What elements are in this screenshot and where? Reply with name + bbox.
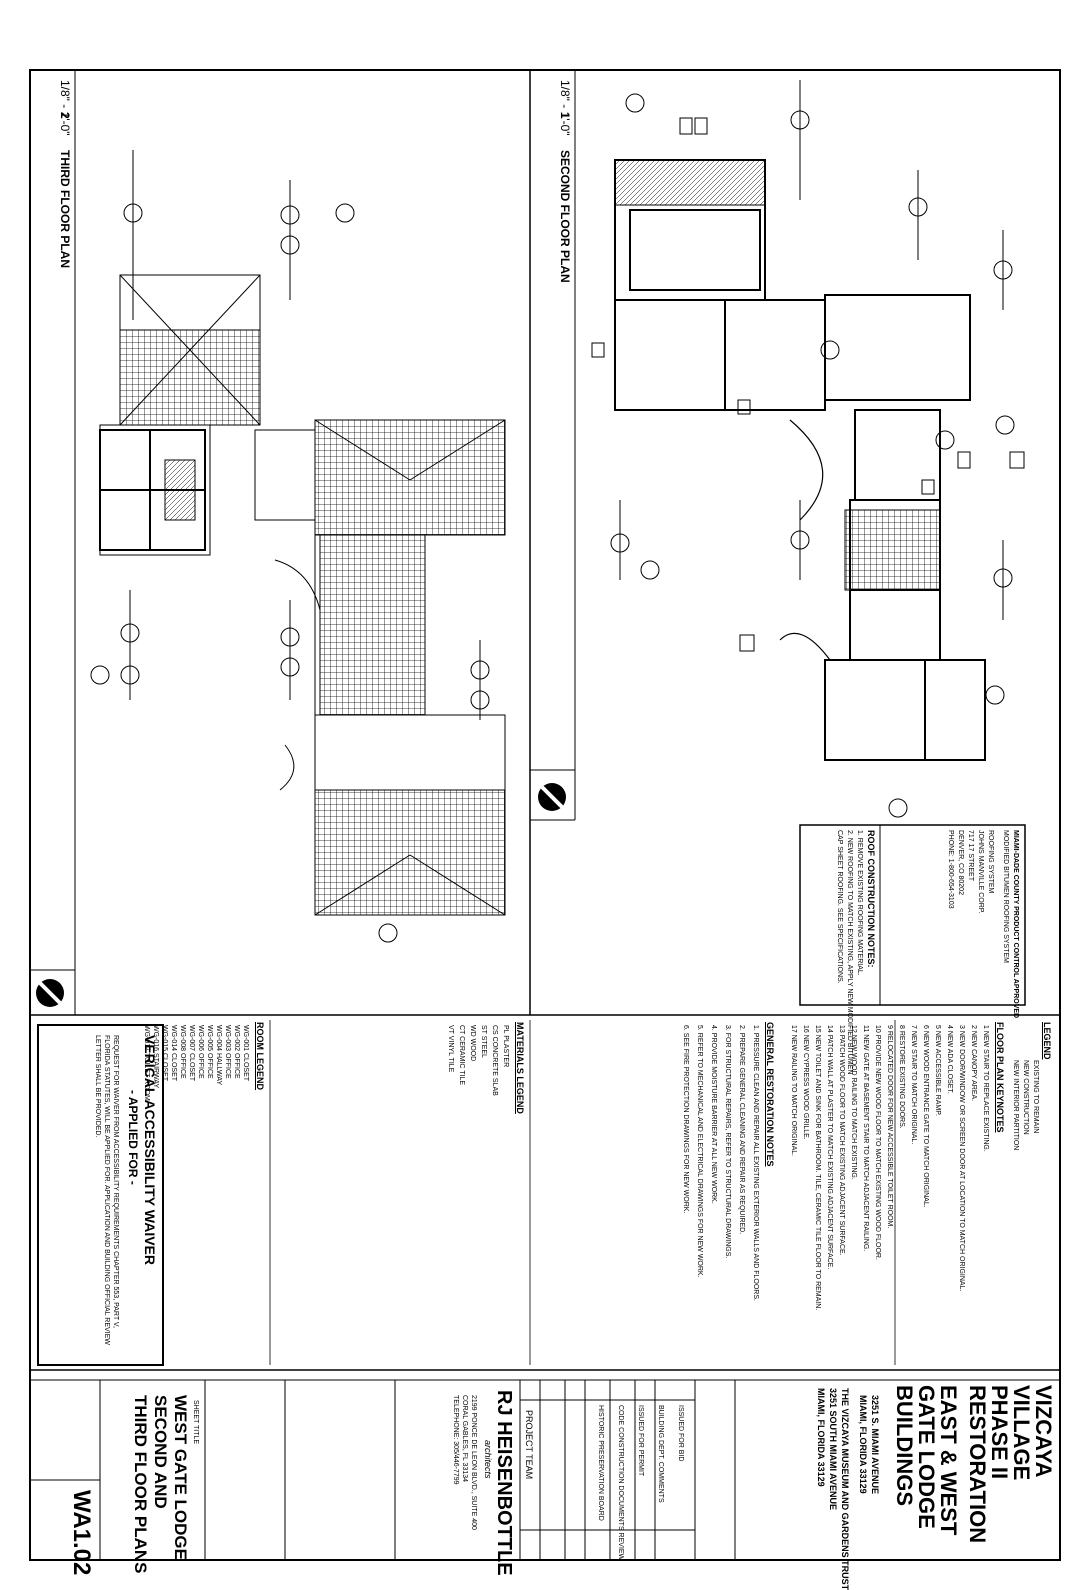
sheet-number: WA1.02 [68,1490,95,1576]
project-sub-line: BUILDINGS [892,1385,917,1506]
project-title-line: VILLAGE [1009,1385,1034,1481]
keynote-item: 12 NEW WOOD RAILING TO MATCH EXISTING. [850,1025,857,1180]
revision-item: HISTORIC PRESERVATION BOARD [597,1405,604,1521]
owner-line: 3251 SOUTH MIAMI AVENUE [828,1388,838,1511]
firm-sub: architects [483,1440,493,1479]
approval-line: DENVER, CO 80202 [957,830,964,895]
room-legend-item: WG-005 OFFICE [206,1025,213,1079]
material-item: PL PLASTER [502,1025,509,1068]
legend-item: NEW CONSTRUCTION [1022,1060,1029,1135]
approval-line: ROOFING SYSTEM [987,830,994,894]
legend-title: LEGEND [1042,1022,1052,1060]
firm-address: TELEPHONE: 305/446-7799 [452,1395,459,1485]
keynote-item: 3 NEW DOOR/WINDOW OR SCREEN DOOR AT LOCA… [958,1025,965,1292]
revision-item: BUILDING DEPT. COMMENTS [657,1405,664,1503]
general-notes-title: GENERAL RESTORATION NOTES [765,1022,775,1167]
project-title-line: PHASE II [987,1385,1012,1480]
waiver-subtitle: - APPLIED FOR - [126,1090,140,1185]
room-legend-item: WG-003 OFFICE [224,1025,231,1079]
keynote-item: 1 NEW STAIR TO REPLACE EXISTING. [982,1025,989,1152]
general-note-item: 4. PROVIDE MOISTURE BARRIER AT ALL NEW W… [710,1025,717,1204]
room-legend-item: WG-007 CLOSET [188,1025,195,1082]
project-team-label: PROJECT TEAM [524,1410,534,1480]
room-legend-item: WG-015 CLOSET [161,1025,168,1082]
roof-note: 1. REMOVE EXISTING ROOFING MATERIAL. [856,830,863,976]
materials-title: MATERIALS LEGEND [515,1022,525,1114]
keynote-item: 7 NEW STAIR TO MATCH ORIGINAL. [910,1025,917,1145]
waiver-title: VERICAL ACCESSIBILITY WAIVER [142,1035,158,1265]
approval-heading: MIAMI-DADE COUNTY PRODUCT CONTROL APPROV… [1012,830,1019,1019]
plan1-scale: 1/8" - 1'-0" [558,80,572,136]
roof-note: CAP SHEET ROOFING. SEE SPECIFICATIONS. [836,830,843,984]
legend-item: NEW INTERIOR PARTITION [1012,1060,1019,1151]
keynote-item: 15 NEW TOILET AND SINK FOR BATHROOM. TIL… [814,1025,821,1311]
general-note-item: 6. SEE FIRE PROTECTION DRAWINGS FOR NEW … [682,1025,689,1214]
room-legend-item: WG-014 CLOSET [170,1025,177,1082]
approval-line1: MODIFIED BITUMEN ROOFING SYSTEM [1002,830,1009,964]
plan1-title: SECOND FLOOR PLAN [558,150,572,283]
revision-item: CODE CONSTRUCTION DOCUMENTS REVIEW [617,1405,624,1561]
room-legend-item: WG-008 OFFICE [179,1025,186,1079]
project-sub-line: GATE LODGE [914,1385,939,1529]
room-legend-item: WG-006 OFFICE [197,1025,204,1079]
sheet-title-line: SECOND AND [151,1395,170,1509]
room-legend-item: WG-002 OFFICE [233,1025,240,1079]
keynote-item: 11 NEW GATE AT BASEMENT STAIR TO MATCH A… [862,1025,869,1252]
approval-line: PHONE: 1-800-654-3103 [947,830,954,909]
keynote-item: 8 RESTORE EXISTING DOORS. [898,1025,905,1129]
keynote-item: 17 NEW RAILING TO MATCH ORIGINAL. [790,1025,797,1157]
approval-line: JOHNS MANVILLE CORP. [977,830,984,914]
room-legend-item: WG-004 HALLWAY [215,1025,222,1086]
room-legend-item: WG-001 CLOSET [242,1025,249,1082]
keynote-item: 4 NEW ADA CLOSET. [946,1025,953,1094]
revision-item: ISSUED FOR PERMIT [637,1405,644,1477]
address-line: MIAMI, FLORIDA 33129 [858,1395,868,1494]
approval-line: 717 17 STREET [967,830,974,881]
keynote-item: 14 PATCH WALL AT PLASTER TO MATCH EXISTI… [826,1025,833,1270]
material-item: CT CERAMIC TILE [458,1025,465,1086]
general-note-item: 5. REFER TO MECHANICAL AND ELECTRICAL DR… [696,1025,703,1278]
plan2-title: THIRD FLOOR PLAN [58,150,72,268]
plan2-scale: 1/8" - 1'-0" [58,80,72,136]
material-item: WD WOOD [469,1025,476,1062]
plan2-number: 2 [58,112,72,119]
firm-name: RJ HEISENBOTTLE [493,1390,515,1576]
keynote-item: 5 NEW ACCESSIBLE RAMP. [934,1025,941,1116]
keynote-item: 16 NEW CYPRESS WOOD GRILLE. [802,1025,809,1140]
owner-line: MIAMI, FLORIDA 33129 [816,1388,826,1487]
keynote-item: 2 NEW CANOPY AREA. [970,1025,977,1102]
sheet-title-line: THIRD FLOOR PLANS [131,1395,150,1574]
firm-address: CORAL GABLES, FL 33134 [461,1395,468,1483]
keynotes-title: FLOOR PLAN KEYNOTES [995,1022,1005,1133]
material-item: CS CONCRETE SLAB [491,1025,498,1096]
keynote-item: 13 PATCH WOOD FLOOR TO MATCH EXISTING AD… [838,1025,845,1256]
plan1-number: 1 [558,112,572,119]
project-title-line: RESTORATION [965,1385,990,1544]
project-sub-line: EAST & WEST [936,1385,961,1536]
sheet-title-label: SHEET TITLE [192,1400,199,1445]
keynote-item: 6 NEW WOOD ENTRANCE GATE TO MATCH ORIGIN… [922,1025,929,1208]
roof-notes-title: ROOF CONSTRUCTION NOTES: [866,830,876,968]
sheet-title-line: WEST GATE LODGE [171,1395,190,1560]
material-item: VT VINYL TILE [447,1025,454,1073]
general-note-item: 3. FOR STRUCTURAL REPAIRS, REFER TO STRU… [724,1025,731,1259]
address-line: 3251 S. MIAMI AVENUE [870,1395,880,1495]
general-note-item: 2. PREPARE GENERAL CLEANING AND REPAIR A… [738,1025,745,1235]
waiver-text: REQUEST FOR WAIVER FROM ACCESSIBILITY RE… [94,1035,119,1345]
keynote-item: 9 RELOCATED DOOR FOR NEW ACCESSIBLE TOIL… [886,1025,893,1229]
revision-item: ISSUED FOR BID [677,1405,684,1462]
firm-address: 2199 PONCE DE LEON BLVD., SUITE 400 [470,1395,477,1530]
keynote-item: 10 PROVIDE NEW WOOD FLOOR TO MATCH EXIST… [874,1025,881,1260]
project-title-line: VIZCAYA [1031,1385,1056,1478]
material-item: ST STEEL [480,1025,487,1058]
room-legend-title: ROOM LEGEND [255,1022,265,1091]
general-note-item: 1. PRESSURE CLEAN AND REPAIR ALL EXISTIN… [752,1025,759,1301]
legend-item: EXISTING TO REMAIN [1032,1060,1039,1134]
owner-line: THE VIZCAYA MUSEUM AND GARDENS TRUST [840,1388,850,1590]
